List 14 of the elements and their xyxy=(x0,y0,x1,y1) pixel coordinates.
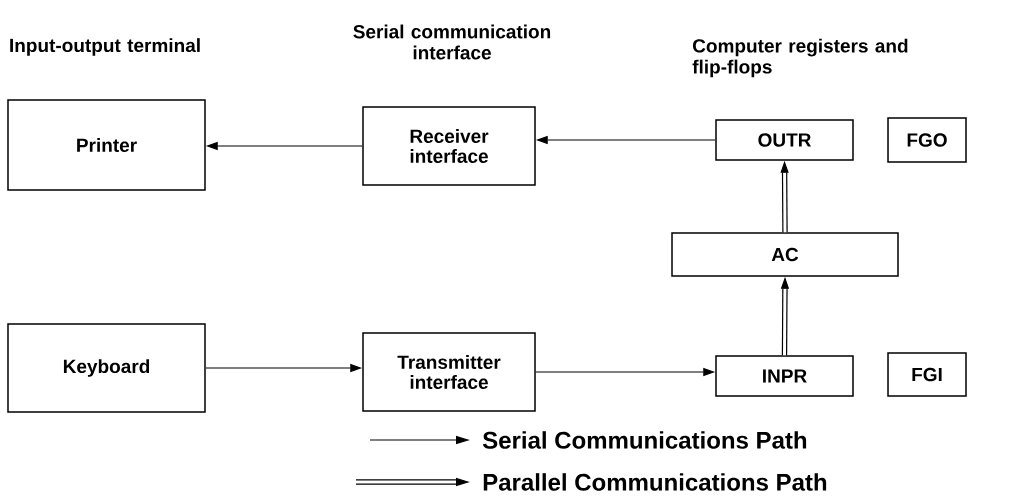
register-box: AC xyxy=(671,232,899,277)
register-box: FGO xyxy=(887,117,967,163)
register-box: INPR xyxy=(715,355,854,397)
block-box: Printer xyxy=(7,99,206,191)
column-heading: Computer registers and flip-flops xyxy=(692,38,908,78)
register-box: OUTR xyxy=(715,119,854,161)
legend-text: Parallel Communications Path xyxy=(483,473,827,491)
block-box: Keyboard xyxy=(7,323,206,413)
block-box: Receiver interface xyxy=(362,106,536,186)
legend-text: Serial Communications Path xyxy=(482,431,807,449)
column-heading: Input-output terminal xyxy=(10,38,200,56)
block-box: Transmitter interface xyxy=(362,332,536,412)
column-heading: Serial communication interface xyxy=(353,24,551,60)
register-box: FGI xyxy=(887,352,967,397)
